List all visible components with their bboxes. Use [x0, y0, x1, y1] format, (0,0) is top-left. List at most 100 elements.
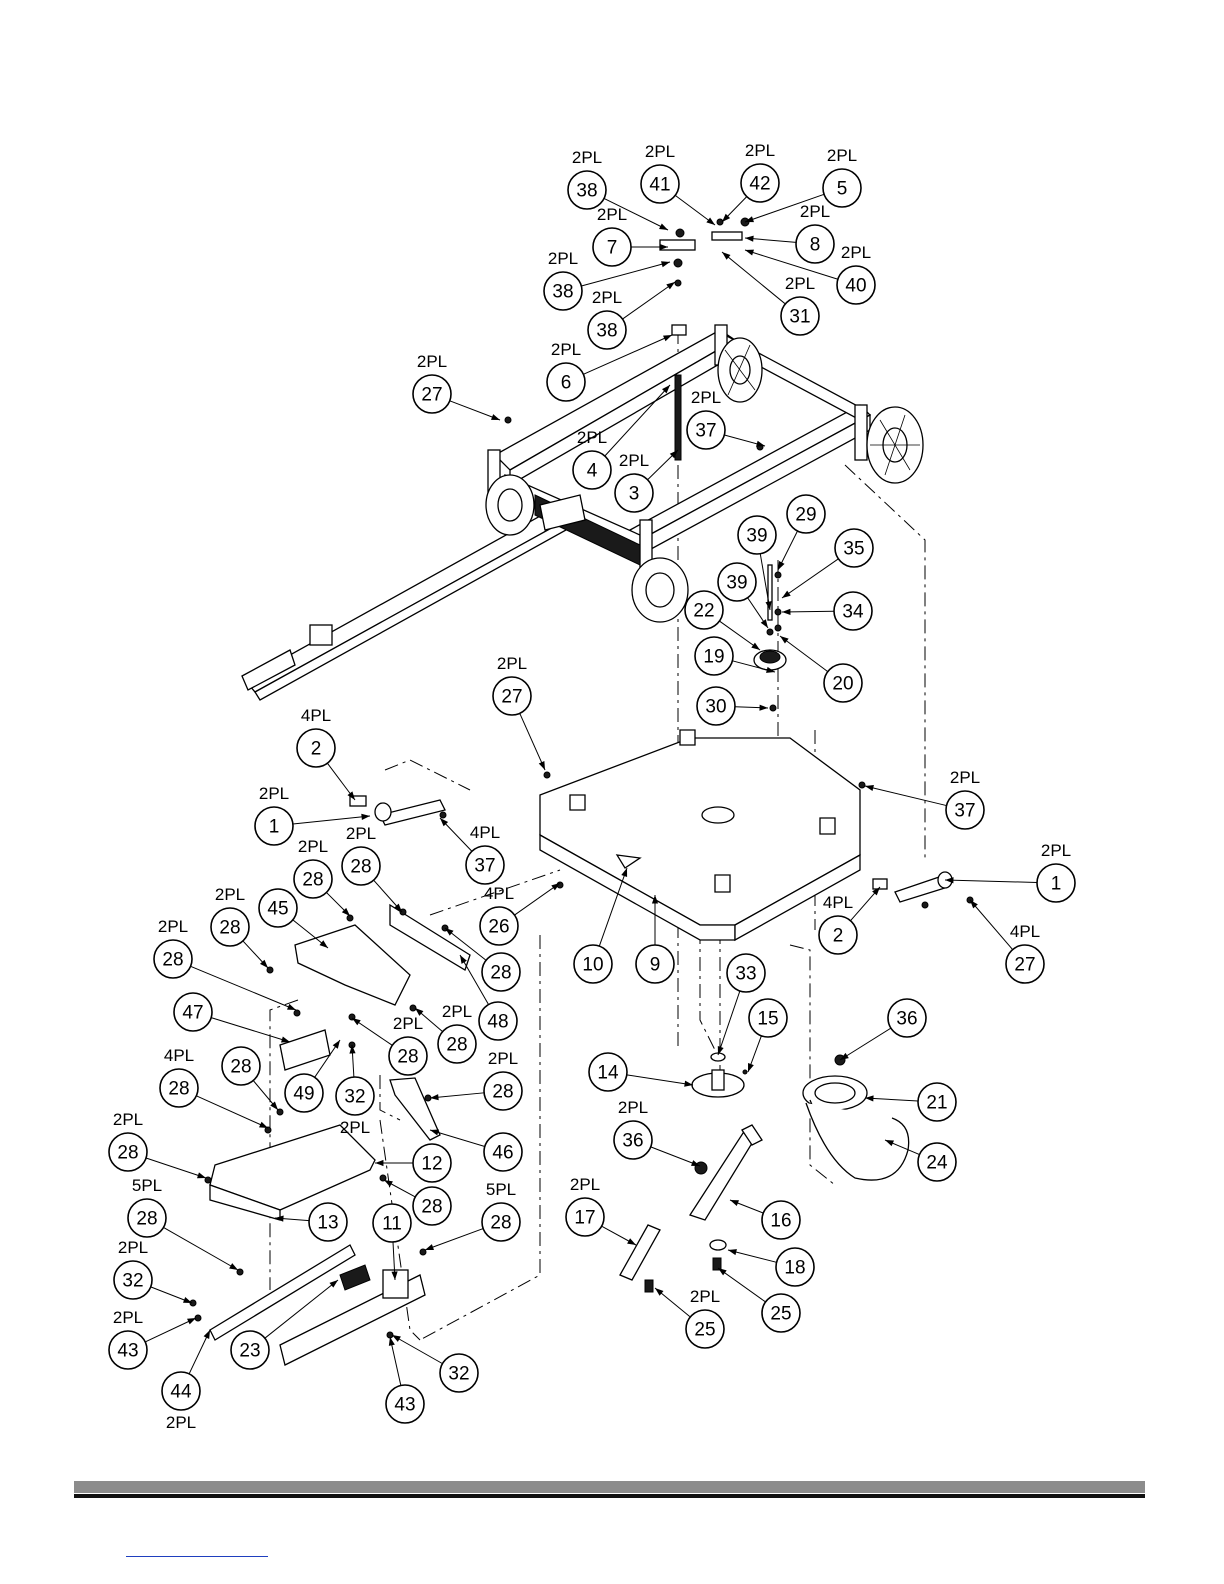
- leader-arrowhead: [718, 1268, 727, 1276]
- trailer-frame: [241, 231, 924, 701]
- quantity-label: 2PL: [570, 1175, 600, 1194]
- callout-circle: [412, 1186, 452, 1226]
- leader-arrowhead: [662, 385, 670, 394]
- leader-arrowhead: [706, 217, 715, 225]
- leader-arrowhead: [745, 249, 754, 256]
- leader-line: [759, 553, 771, 611]
- callout-number: 29: [795, 505, 816, 526]
- part-callout: 21: [917, 1082, 957, 1122]
- callout-circle: [308, 1202, 348, 1242]
- quantity-label: 2PL: [618, 1098, 648, 1117]
- leader-arrowhead: [197, 1172, 206, 1179]
- callout-number: 38: [596, 321, 617, 342]
- leader-arrowhead: [384, 1180, 393, 1187]
- leader-arrowhead: [778, 561, 785, 570]
- leader-line: [449, 400, 501, 421]
- leader-arrowhead: [659, 223, 668, 230]
- part-callout: 14: [588, 1052, 628, 1092]
- leader-line: [781, 558, 839, 599]
- callout-number: 1: [1051, 874, 1062, 895]
- quantity-label: 2PL: [690, 1287, 720, 1306]
- leader-arrowhead: [270, 1101, 278, 1110]
- callout-number: 32: [344, 1087, 365, 1108]
- leader-arrowhead: [329, 1280, 338, 1288]
- callout-number: 36: [622, 1131, 643, 1152]
- leader-line: [583, 334, 673, 375]
- callout-number: 42: [749, 174, 770, 195]
- quantity-label: 4PL: [164, 1046, 194, 1065]
- footer-link-underline[interactable]: [126, 1556, 268, 1557]
- leader-line: [864, 1097, 919, 1102]
- quantity-label: 2PL: [645, 142, 675, 161]
- part-callout: 28: [412, 1186, 452, 1226]
- leader-arrowhead: [375, 1159, 384, 1167]
- leader-arrowhead: [183, 1297, 192, 1303]
- callout-number: 38: [576, 181, 597, 202]
- quantity-label: 2PL: [548, 249, 578, 268]
- leader-arrowhead: [760, 619, 768, 628]
- part-callout: 24: [917, 1142, 957, 1182]
- spindle-blades: [619, 1052, 763, 1293]
- callout-number: 7: [607, 238, 618, 259]
- leader-arrowhead: [840, 1052, 849, 1060]
- callout-number: 22: [693, 601, 714, 622]
- callout-circle: [492, 676, 532, 716]
- leader-arrowhead: [722, 213, 731, 222]
- quantity-label: 2PL: [800, 202, 830, 221]
- quantity-label: 2PL: [785, 274, 815, 293]
- leader-line: [744, 193, 825, 223]
- leader-arrowhead: [349, 1045, 356, 1054]
- part-callout: 13: [308, 1202, 348, 1242]
- callout-circle: [786, 494, 826, 534]
- callout-number: 24: [926, 1153, 948, 1174]
- callout-circle: [230, 1330, 270, 1370]
- quantity-label: 2PL: [551, 340, 581, 359]
- callout-number: 10: [582, 955, 603, 976]
- callout-circle: [108, 1132, 148, 1172]
- leader-arrowhead: [538, 761, 545, 770]
- leader-arrowhead: [259, 1121, 268, 1128]
- callout-number: 1: [269, 817, 280, 838]
- quantity-label: 5PL: [132, 1176, 162, 1195]
- quantity-label: 2PL: [215, 885, 245, 904]
- leader-arrowhead: [430, 1094, 439, 1101]
- quantity-label: 2PL: [488, 1049, 518, 1068]
- callout-circle: [1036, 863, 1076, 903]
- callout-number: 38: [552, 282, 573, 303]
- quantity-label: 2PL: [841, 243, 871, 262]
- part-callout: 20: [823, 663, 863, 703]
- callout-number: 11: [382, 1214, 402, 1235]
- leader-arrowhead: [717, 1046, 724, 1055]
- leader-arrowhead: [748, 1063, 754, 1072]
- quantity-label: 2PL: [597, 205, 627, 224]
- quantity-label: 2PL: [1041, 841, 1071, 860]
- callout-number: 13: [317, 1213, 338, 1234]
- callout-circle: [818, 915, 858, 955]
- leader-arrowhead: [425, 1244, 434, 1250]
- callout-number: 32: [122, 1271, 143, 1292]
- callout-number: 3: [629, 484, 640, 505]
- callout-number: 43: [117, 1341, 138, 1362]
- leader-arrowhead: [865, 1095, 874, 1102]
- part-callout: 35: [834, 528, 874, 568]
- callout-circle: [108, 1330, 148, 1370]
- leader-arrowhead: [491, 414, 500, 420]
- callout-number: 43: [394, 1395, 415, 1416]
- leader-line: [424, 1228, 484, 1251]
- footer-rule: [74, 1481, 1145, 1493]
- leader-line: [598, 867, 628, 947]
- leader-line: [944, 879, 1038, 883]
- leader-line: [264, 1279, 339, 1339]
- callout-circle: [479, 906, 519, 946]
- part-callout: 28: [221, 1046, 261, 1086]
